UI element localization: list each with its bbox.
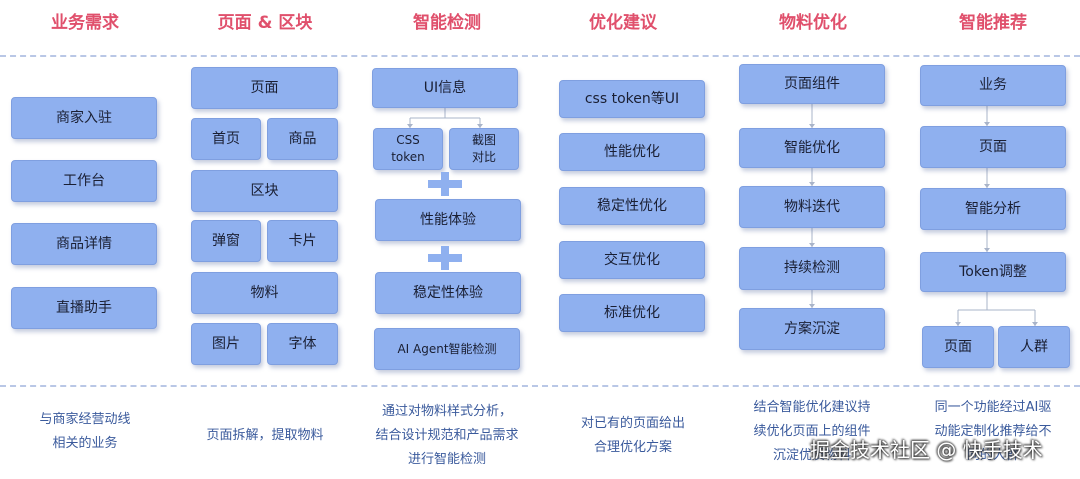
box-ui-info: UI信息 [372,68,518,108]
business-item-product-detail: 商品详情 [11,223,157,265]
material-opt-continuous-detection: 持续检测 [739,247,885,290]
suggestion-stability: 稳定性优化 [559,187,705,225]
suggestion-interaction: 交互优化 [559,241,705,279]
box-stability-experience: 稳定性体验 [375,272,521,314]
recommend-business: 业务 [920,65,1066,106]
plus-icon [428,172,462,196]
business-item-workbench: 工作台 [11,160,157,202]
box-page: 页面 [191,67,338,109]
box-performance-experience: 性能体验 [375,199,521,241]
divider-top [0,55,1080,57]
column-title-material-opt: 物料优化 [779,13,847,33]
material-opt-smart-optimize: 智能优化 [739,128,885,168]
box-font: 字体 [267,323,338,365]
recommend-token-adjust: Token调整 [920,252,1066,292]
box-home: 首页 [191,118,261,160]
suggestion-performance: 性能优化 [559,133,705,171]
box-card: 卡片 [267,220,338,262]
box-block: 区块 [191,170,338,212]
recommend-crowd: 人群 [998,326,1070,368]
suggestion-css-token: css token等UI [559,80,705,118]
suggestion-standard: 标准优化 [559,294,705,332]
material-opt-page-component: 页面组件 [739,64,885,104]
column-title-recommend: 智能推荐 [959,13,1027,33]
description-recommend: 同一个功能经过AI驱 动能定制化推荐给不 同的人群 [934,400,1052,463]
column-title-detection: 智能检测 [413,13,481,33]
column-title-suggestions: 优化建议 [589,13,657,33]
description-pages-blocks: 页面拆解，提取物料 [206,428,324,443]
material-opt-solution: 方案沉淀 [739,308,885,350]
plus-icon [428,246,462,270]
box-screenshot-compare: 截图 对比 [449,128,519,170]
box-css-token: CSS token [373,128,443,170]
business-item-live-assistant: 直播助手 [11,287,157,329]
box-material: 物料 [191,272,338,314]
description-detection: 通过对物料样式分析， 结合设计规范和产品需求 进行智能检测 [375,404,519,467]
recommend-page-target: 页面 [922,326,994,368]
column-title-business: 业务需求 [51,13,119,33]
recommend-page: 页面 [920,126,1066,168]
box-image: 图片 [191,323,261,365]
watermark: 掘金技术社区 @ 快手技术 [810,438,1043,462]
description-business: 与商家经营动线 相关的业务 [39,412,131,451]
business-item-merchant-onboarding: 商家入驻 [11,97,157,139]
box-popup: 弹窗 [191,220,261,262]
divider-bottom [0,385,1080,387]
column-title-pages-blocks: 页面 & 区块 [217,13,313,33]
box-product: 商品 [267,118,338,160]
material-opt-iteration: 物料迭代 [739,186,885,228]
box-ai-agent-detection: AI Agent智能检测 [374,328,520,370]
description-material-opt: 结合智能优化建议持 续优化页面上的组件 沉淀优质物料 [753,400,871,463]
description-suggestions: 对已有的页面给出 合理优化方案 [580,416,685,455]
recommend-smart-analysis: 智能分析 [920,188,1066,230]
